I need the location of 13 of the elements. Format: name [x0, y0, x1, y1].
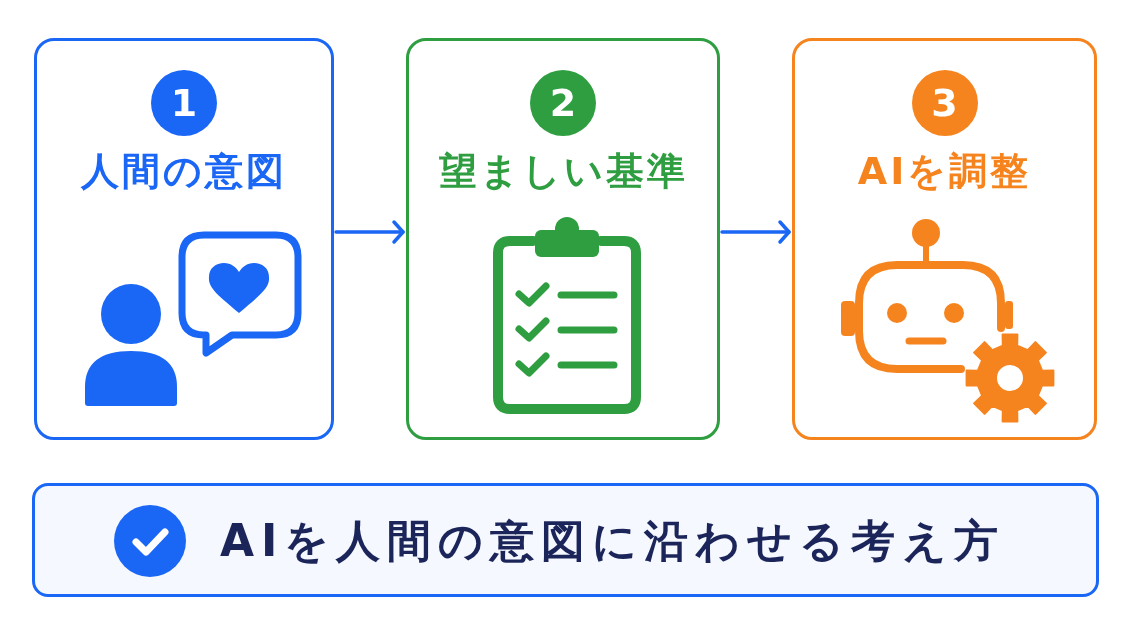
step-title: AIを調整 [856, 148, 1033, 194]
step-card [34, 38, 334, 440]
step-number: 3 [911, 70, 978, 136]
summary-banner [32, 483, 1099, 597]
step-card [792, 38, 1097, 440]
step-title: 望ましい基準 [437, 148, 689, 194]
step-card [406, 38, 720, 440]
step-title: 人間の意図 [79, 148, 288, 194]
arrow [334, 220, 405, 244]
step-number: 2 [530, 70, 596, 136]
step-number: 1 [151, 70, 217, 136]
summary-text: AIを人間の意図に沿わせる考え方 [220, 514, 1006, 568]
arrow [720, 220, 791, 244]
